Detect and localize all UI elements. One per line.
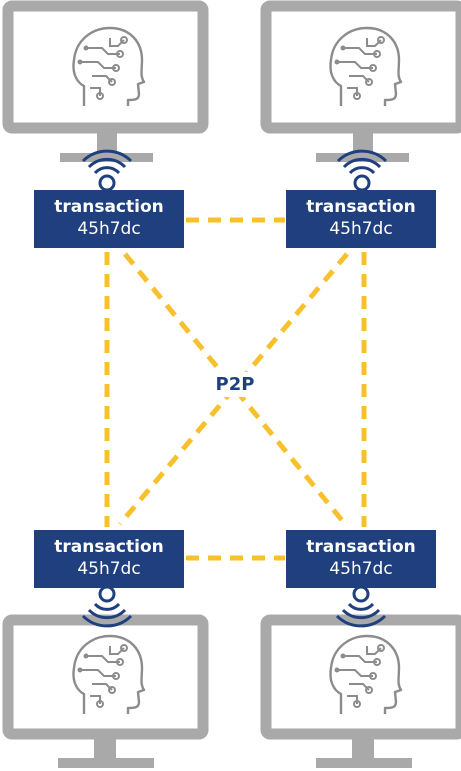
computer-monitor-icon xyxy=(260,614,461,768)
computer-monitor-icon xyxy=(260,0,461,162)
transaction-node: transaction 45h7dc xyxy=(34,190,184,248)
computer-monitor-icon xyxy=(2,614,209,768)
computer-monitor-icon xyxy=(2,0,209,162)
link-diagonal-1 xyxy=(123,252,347,526)
node-title: transaction xyxy=(306,197,416,217)
node-hash: 45h7dc xyxy=(77,559,141,579)
node-hash: 45h7dc xyxy=(329,559,393,579)
node-hash: 45h7dc xyxy=(329,219,393,239)
transaction-node: transaction 45h7dc xyxy=(286,190,436,248)
node-hash: 45h7dc xyxy=(77,219,141,239)
node-title: transaction xyxy=(54,197,164,217)
p2p-label: P2P xyxy=(205,372,265,397)
transaction-node: transaction 45h7dc xyxy=(34,530,184,588)
transaction-node: transaction 45h7dc xyxy=(286,530,436,588)
node-title: transaction xyxy=(54,537,164,557)
node-title: transaction xyxy=(306,537,416,557)
